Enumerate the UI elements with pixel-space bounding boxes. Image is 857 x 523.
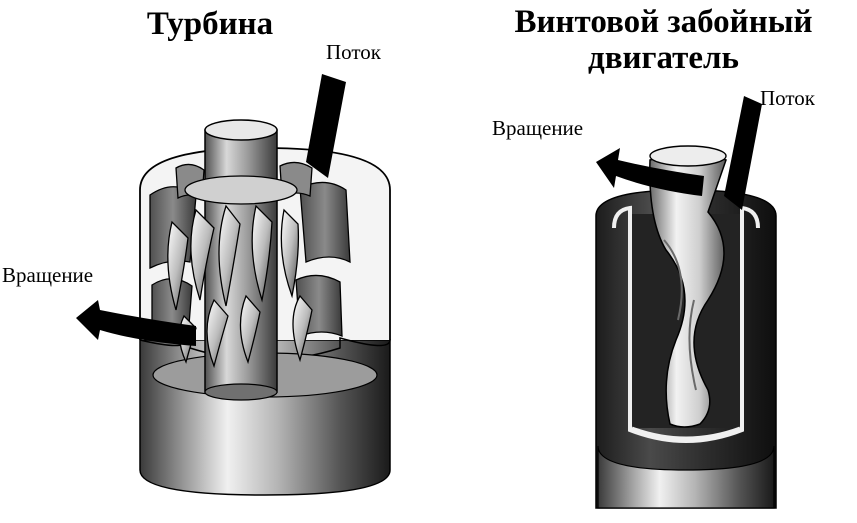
screw-motor-illustration: [595, 96, 777, 509]
screw-motor-rotor-top: [649, 145, 727, 167]
turbine-flow-arrow: [306, 74, 346, 178]
turbine-rotor-blades: [167, 204, 313, 369]
turbine-illustration: [76, 74, 391, 496]
screw-motor-window: [612, 205, 760, 443]
turbine-rotation-arrow: [76, 300, 196, 346]
turbine-shaft-top: [204, 119, 278, 141]
turbine-title: Турбина: [146, 6, 274, 42]
screw-motor-flow-arrow: [724, 96, 762, 210]
screw-motor-rotation-label: Вращение: [492, 116, 584, 140]
turbine-flow-label: Поток: [326, 40, 381, 64]
turbine-shaft-base: [204, 383, 278, 401]
screw-motor-flow-label: Поток: [760, 86, 815, 110]
turbine-rotor-ring: [184, 175, 298, 205]
turbine-rotation-label: Вращение: [2, 263, 94, 287]
screw-motor-bottom-shell: [597, 445, 775, 509]
screw-motor-title: Винтовой забойный двигатель: [514, 4, 813, 76]
screw-motor-rotation-arrow: [596, 148, 704, 196]
